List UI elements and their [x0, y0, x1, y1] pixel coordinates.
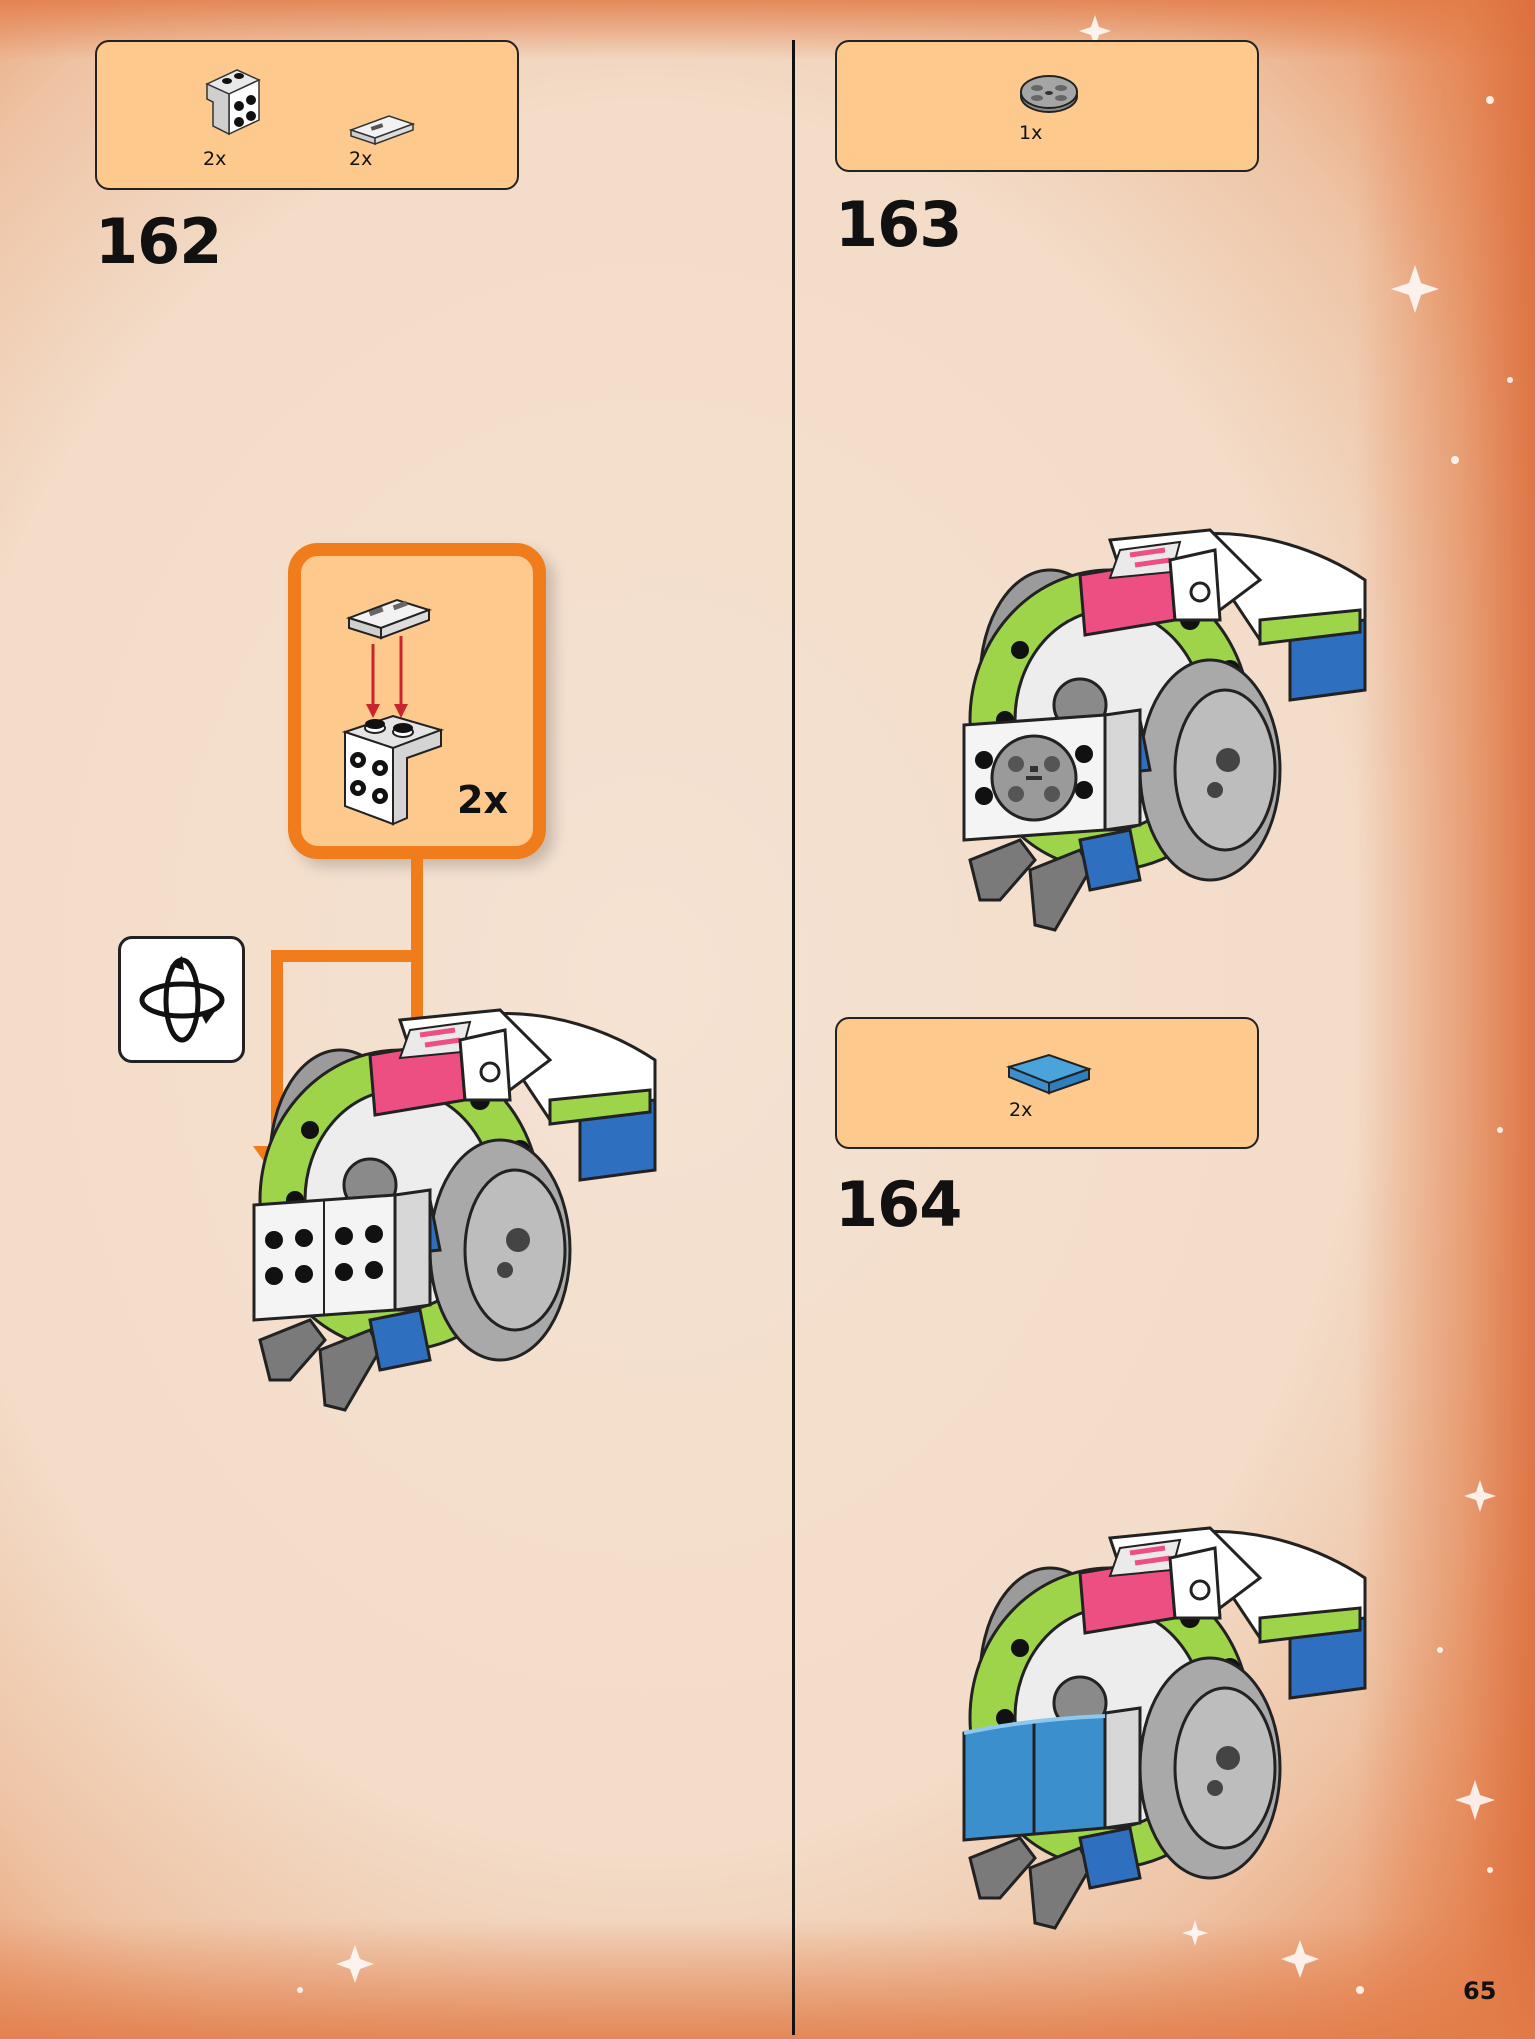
bracket-part-icon	[205, 69, 261, 136]
parts-box-step-164: 2x	[835, 1017, 1259, 1149]
quantity-round-plate: 1x	[1019, 122, 1043, 144]
round-plate-part-icon	[1020, 75, 1078, 113]
robot-model-step-164	[962, 1526, 1367, 1930]
curved-slope-part-icon	[1005, 1053, 1093, 1095]
step-number-163: 163	[835, 188, 962, 261]
robot-model-step-162	[252, 1008, 657, 1412]
quantity-tile: 2x	[349, 148, 373, 170]
column-divider	[792, 40, 795, 2035]
rotate-model-box	[118, 936, 245, 1063]
bottom-edge-glow	[0, 1919, 1535, 2039]
step-number-164: 164	[835, 1168, 962, 1241]
sub-assembly-illustration	[341, 598, 445, 826]
quantity-bracket: 2x	[203, 148, 227, 170]
parts-box-step-162: 2x 2x	[95, 40, 519, 190]
tile-part-icon	[348, 115, 416, 146]
rotate-model-icon	[139, 956, 225, 1043]
quantity-curved-slope: 2x	[1009, 1099, 1033, 1121]
step-number-162: 162	[95, 205, 222, 278]
sub-assembly-callout: 2x	[288, 543, 546, 859]
parts-box-step-163: 1x	[835, 40, 1259, 172]
callout-quantity: 2x	[457, 778, 508, 822]
right-edge-glow	[1355, 0, 1535, 2039]
page-number: 65	[1463, 1977, 1497, 2005]
robot-model-step-163	[962, 528, 1367, 932]
